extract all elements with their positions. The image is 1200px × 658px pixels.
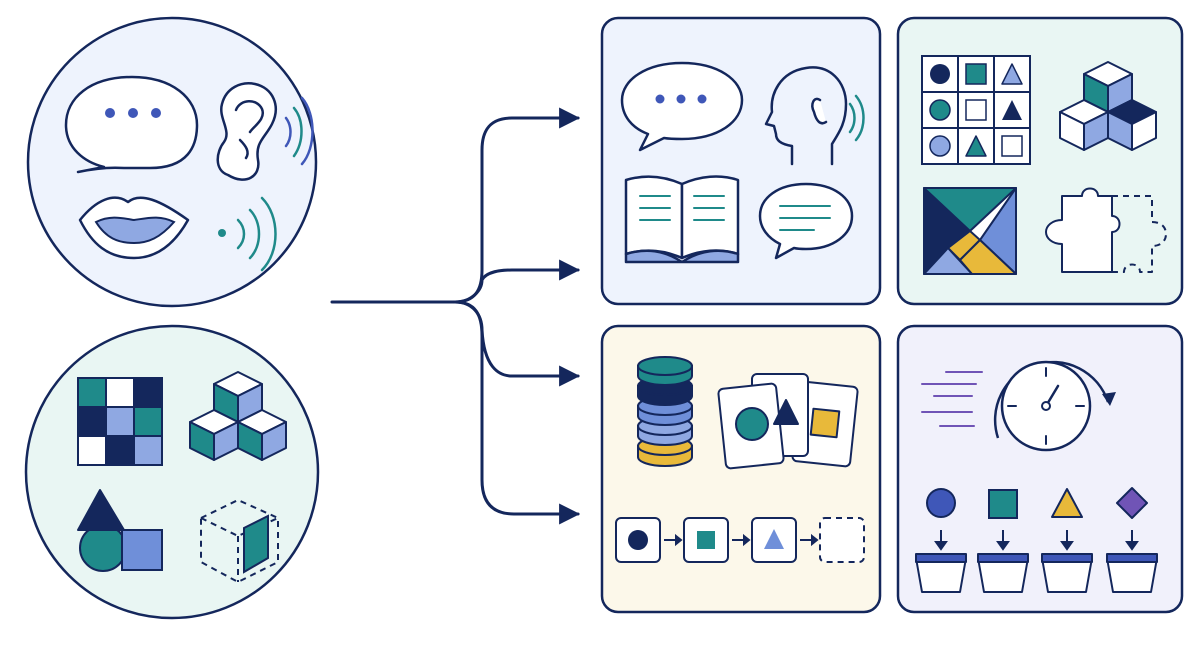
branching-arrows (330, 107, 581, 525)
sound-waves-icon (218, 196, 277, 272)
text-bubble-icon (758, 182, 854, 260)
grid-pattern-icon (77, 377, 163, 466)
ear-icon (216, 82, 314, 181)
memory-cards-icon (717, 373, 859, 470)
speed-lines-icon (921, 371, 983, 427)
speech-bubble-icon (64, 75, 199, 174)
arrow-to-working-memory (453, 300, 581, 387)
cube-stack-icon (1059, 61, 1157, 151)
nonverbal-circle (24, 324, 320, 620)
dashed-cube-icon (200, 498, 279, 584)
arrow-to-verbal-comprehension (453, 107, 581, 304)
arrow-to-verbal-comprehension-lower (453, 259, 581, 304)
disc-stack-icon (637, 356, 693, 467)
shapes-icon (77, 489, 163, 572)
panel-processing-speed (896, 324, 1184, 614)
cube-stack-icon (189, 371, 287, 461)
nonverbal-group (24, 324, 320, 620)
sequence-icon (615, 517, 865, 563)
arrow-to-working-memory-sequence (453, 300, 581, 525)
lips-icon (78, 196, 190, 260)
shape-matrix-icon (921, 55, 1031, 165)
stopwatch-icon (921, 360, 1116, 452)
tangram-icon (923, 187, 1017, 275)
sorting-icon (915, 487, 1158, 593)
panel-verbal-comprehension (600, 16, 882, 306)
panel-working-memory (600, 324, 882, 614)
listening-head-icon (764, 66, 865, 166)
open-book-icon (624, 175, 740, 264)
verbal-group (26, 16, 318, 308)
panel-visual-spatial (896, 16, 1184, 306)
puzzle-piece-icon (1045, 187, 1167, 273)
speech-bubble-icon (620, 61, 744, 152)
